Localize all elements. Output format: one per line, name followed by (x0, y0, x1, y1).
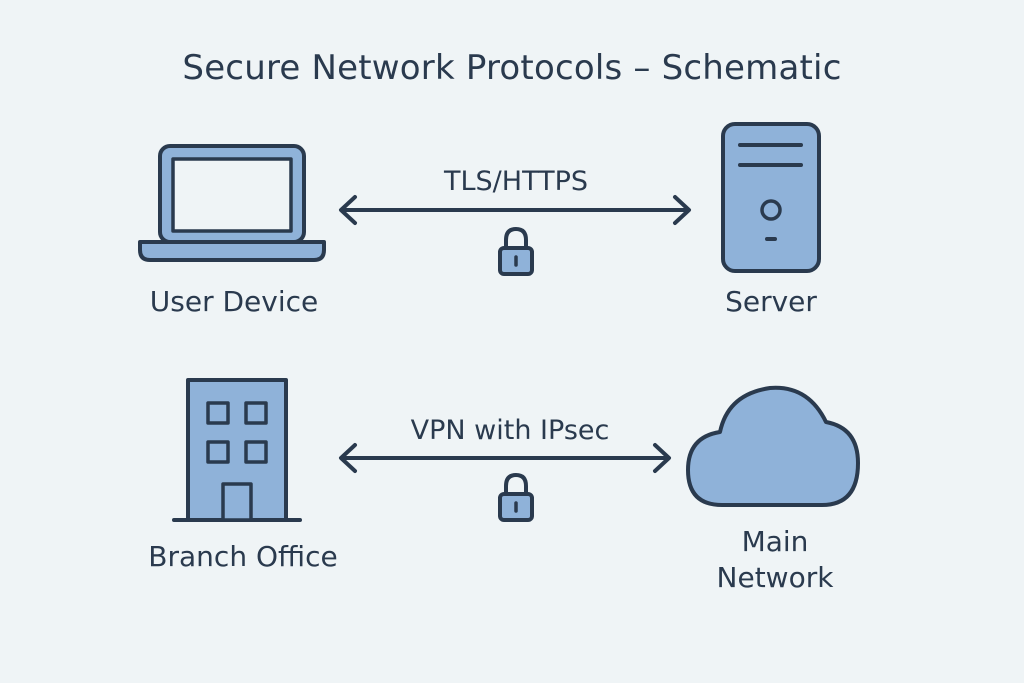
vpn-link-label: VPN with IPsec (410, 415, 610, 446)
branch-office-label: Branch Office (148, 540, 338, 573)
main-network-label: Main Network (675, 524, 875, 596)
diagram-title: Secure Network Protocols – Schematic (182, 48, 842, 88)
lock-icon (498, 227, 534, 276)
cloud-icon (686, 385, 860, 507)
laptop-icon (138, 144, 326, 262)
vpn-arrow (339, 443, 671, 473)
tls-arrow (339, 195, 691, 225)
tls-link-label: TLS/HTTPS (443, 166, 589, 197)
user-device-label: User Device (149, 285, 319, 318)
main-network-label-line1: Main (741, 525, 809, 558)
lock-icon (498, 473, 534, 522)
building-icon (172, 378, 302, 522)
server-icon (721, 122, 821, 273)
main-network-label-line2: Network (716, 561, 834, 594)
server-label: Server (725, 285, 817, 318)
